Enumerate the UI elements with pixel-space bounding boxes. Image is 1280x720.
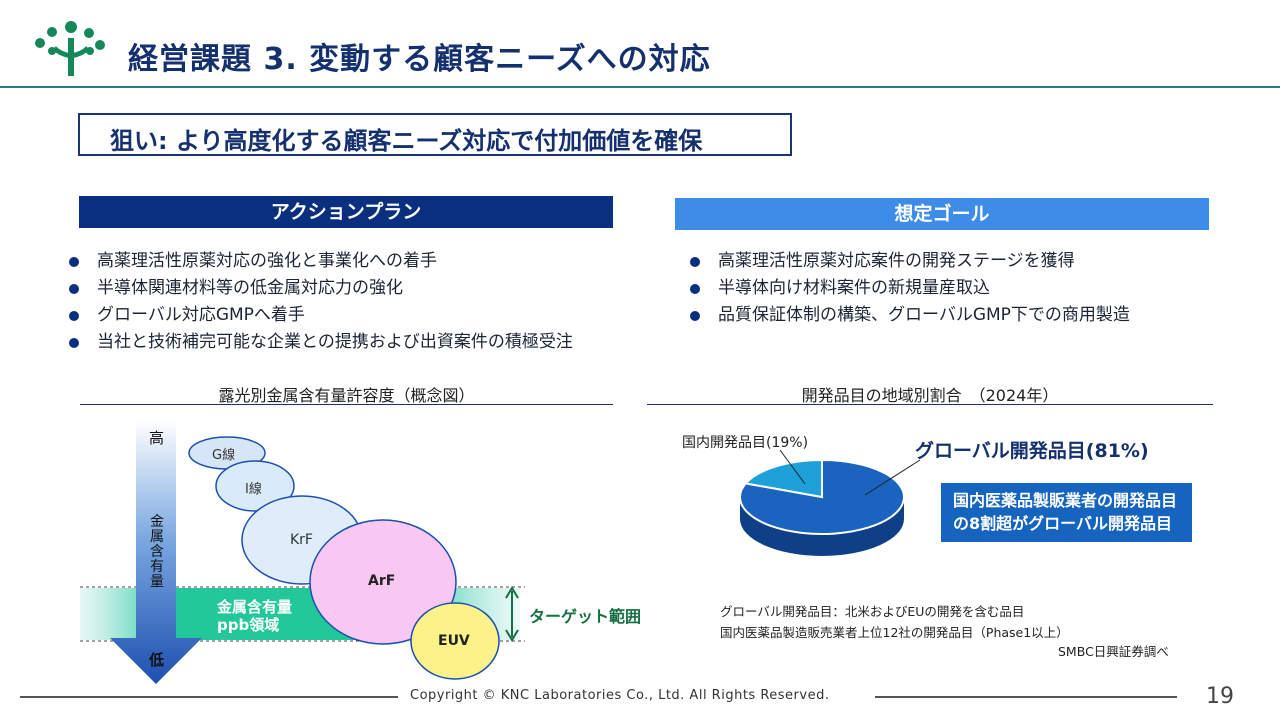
- action-plan-heading: アクションプラン: [79, 196, 613, 228]
- pie-slice-global: [739, 458, 905, 535]
- header-divider: [0, 86, 1280, 88]
- bubble-euv-label: EUV: [438, 633, 470, 649]
- note-source: SMBC日興証券調べ: [1058, 644, 1169, 659]
- company-logo-icon: [35, 21, 105, 76]
- page-title: 経営課題 3. 変動する顧客ニーズへの対応: [128, 42, 711, 77]
- pie-label-domestic: 国内開発品目(19%): [682, 435, 809, 451]
- pie-side: [740, 497, 904, 556]
- callout-line1: 国内医薬品製販業者の開発品目: [953, 491, 1178, 510]
- list-item: 高薬理活性原薬対応の強化と事業化への着手: [67, 248, 573, 275]
- note-domestic: 国内医薬品製造販売業者上位12社の開発品目（Phase1以上）: [720, 625, 1069, 640]
- aim-box: 狙い: より高度化する顧客ニーズ対応で付加価値を確保: [78, 113, 792, 156]
- goal-list: 高薬理活性原薬対応案件の開発ステージを獲得 半導体向け材料案件の新規量産取込 品…: [688, 248, 1130, 329]
- pie-leader-lines: [779, 449, 921, 496]
- arrow-top-label: 高: [149, 429, 165, 447]
- band-label-line1: 金属含有量: [217, 598, 293, 616]
- footer-line-left: [20, 696, 398, 698]
- goal-heading: 想定ゴール: [675, 198, 1209, 230]
- band-label-line2: ppb領域: [217, 616, 280, 634]
- callout-box: 国内医薬品製販業者の開発品目 の8割超がグローバル開発品目: [941, 483, 1192, 542]
- metal-tolerance-diagram: [80, 420, 525, 684]
- bubble-arf: [309, 519, 457, 645]
- action-plan-list: 高薬理活性原薬対応の強化と事業化への着手 半導体関連材料等の低金属対応力の強化 …: [67, 248, 573, 356]
- list-item: 半導体関連材料等の低金属対応力の強化: [67, 275, 573, 302]
- list-item: 半導体向け材料案件の新規量産取込: [688, 275, 1130, 302]
- copyright: Copyright © KNC Laboratories Co., Ltd. A…: [410, 688, 830, 703]
- pie-slice-domestic: [743, 458, 823, 499]
- bubble-g-label: G線: [212, 448, 236, 463]
- aim-text: 狙い: より高度化する顧客ニーズ対応で付加価値を確保: [110, 127, 703, 155]
- list-item: 品質保証体制の構築、グローバルGMP下での商用製造: [688, 302, 1130, 329]
- bubble-euv: [410, 602, 500, 680]
- band-label: 金属含有量 ppb領域: [217, 598, 292, 634]
- region-pie-chart: [739, 458, 905, 556]
- footer-line-right: [875, 696, 1177, 698]
- bubble-krf-label: KrF: [290, 532, 313, 548]
- arrow-mid-label: 金属含有量: [150, 514, 164, 590]
- note-global: グローバル開発品目：北米およびEUの開発を含む品目: [720, 604, 1025, 619]
- chart-title-underline: [647, 404, 1213, 405]
- metal-content-arrow-icon: [110, 420, 202, 684]
- bubble-arf-label: ArF: [368, 573, 396, 589]
- target-range-label: ターゲット範囲: [529, 607, 642, 626]
- pie-label-global: グローバル開発品目(81%): [915, 440, 1149, 462]
- list-item: 高薬理活性原薬対応案件の開発ステージを獲得: [688, 248, 1130, 275]
- bubble-i-line: [215, 460, 295, 512]
- diagram-title: 露光別金属含有量許容度（概念図）: [218, 386, 475, 405]
- bubble-i-label: I線: [245, 482, 262, 497]
- header: 経営課題 3. 変動する顧客ニーズへの対応: [0, 0, 1280, 88]
- diagram-title-underline: [80, 404, 613, 405]
- arrow-bottom-label: 低: [149, 651, 165, 669]
- list-item: グローバル対応GMPへ着手: [67, 302, 573, 329]
- callout-line2: の8割超がグローバル開発品目: [953, 514, 1172, 533]
- list-item: 当社と技術補完可能な企業との提携および出資案件の積極受注: [67, 329, 573, 356]
- chart-title: 開発品目の地域別割合 （2024年）: [801, 386, 1059, 405]
- page-number: 19: [1206, 684, 1234, 709]
